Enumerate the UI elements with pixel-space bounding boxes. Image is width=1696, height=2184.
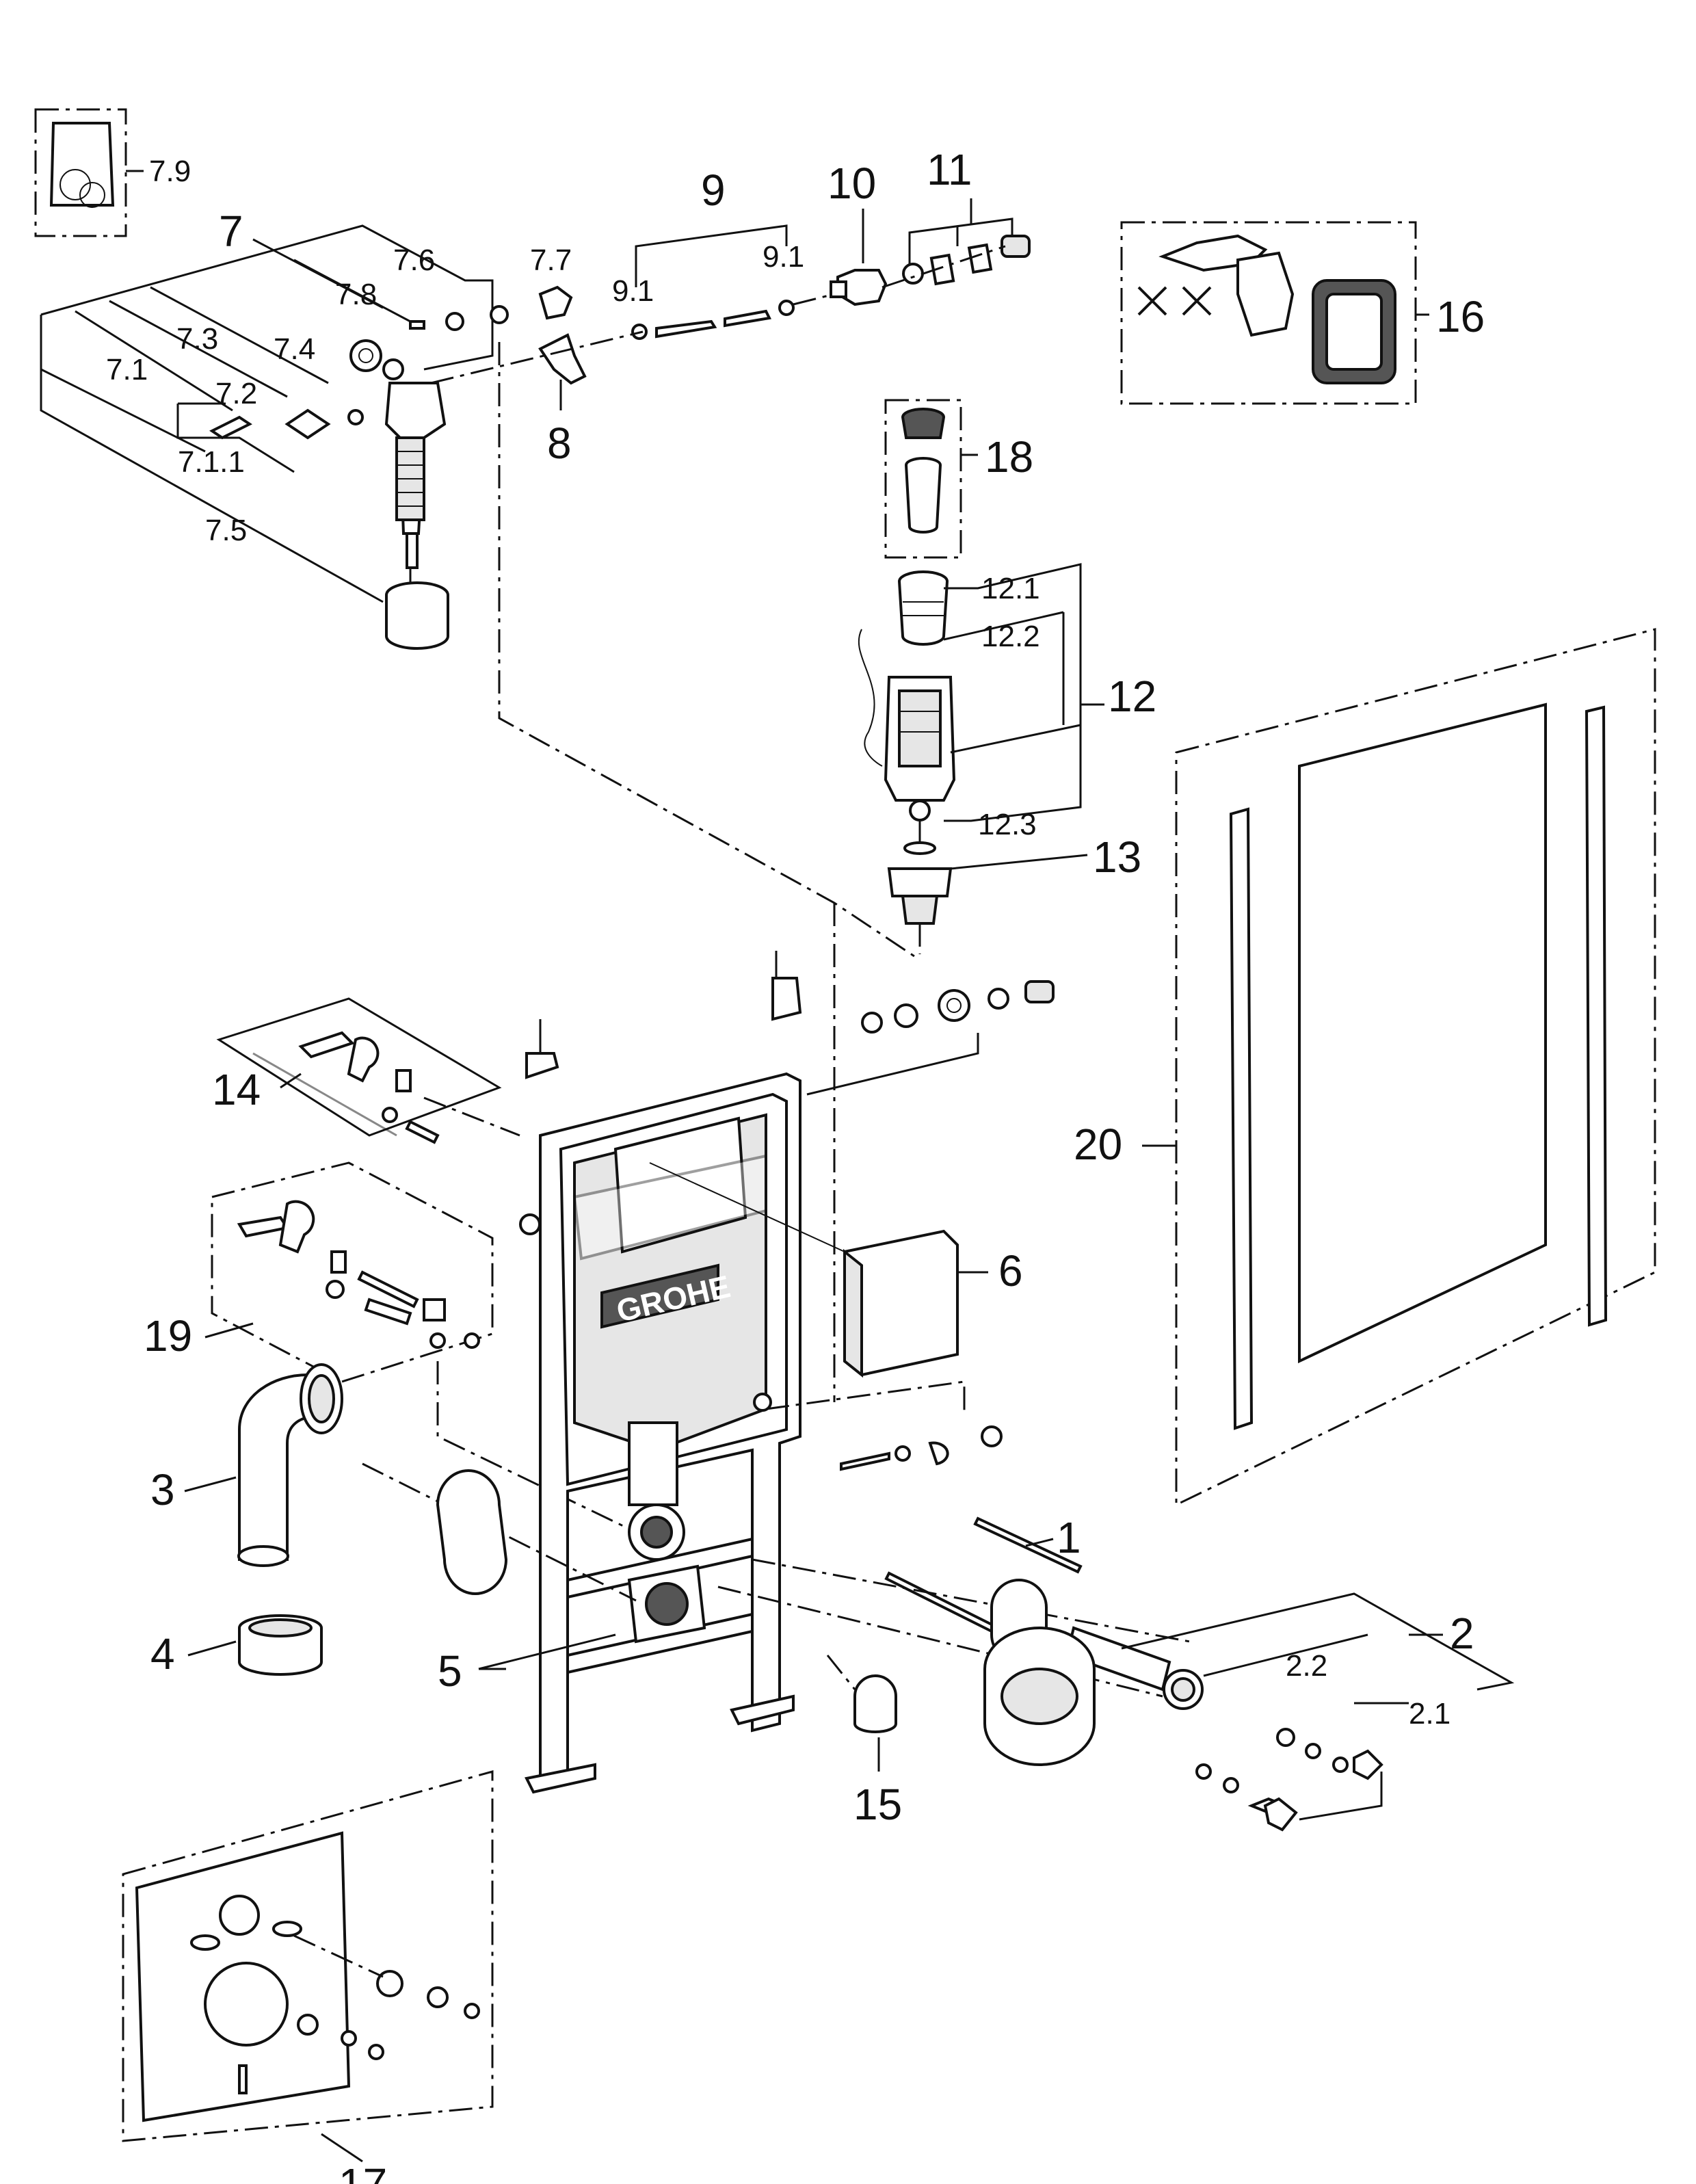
label-20: 20 (1074, 1120, 1122, 1169)
label-2-2: 2.2 (1286, 1649, 1327, 1683)
label-10: 10 (827, 159, 876, 208)
label-14: 14 (212, 1065, 261, 1114)
label-7-5: 7.5 (205, 514, 247, 547)
frame-side-fixing (765, 1380, 1003, 1471)
part-17-sound-pad: 17 (122, 1770, 494, 2184)
label-2-1: 2.1 (1409, 1697, 1450, 1731)
part-15-cap: 15 (826, 1655, 902, 1829)
part-10-valve: 10 (827, 159, 888, 306)
label-17: 17 (339, 2159, 387, 2184)
label-9-1a: 9.1 (612, 274, 654, 308)
part-3-bend-pipe: 3 (150, 1363, 343, 1567)
label-7-9: 7.9 (149, 155, 191, 188)
label-7-7: 7.7 (530, 244, 572, 277)
part-14-fixing-set: 14 (212, 997, 520, 1144)
part-2-pipes: 2 2.2 2.1 (983, 1579, 1515, 1832)
label-12: 12 (1108, 672, 1156, 721)
part-4-sleeve: 4 (150, 1614, 323, 1679)
label-9: 9 (701, 166, 726, 215)
part-18-cartridge: 18 (884, 399, 1033, 559)
frame-top-fittings (806, 980, 1055, 1096)
part-20-panel: 20 (1074, 628, 1656, 1507)
part-6-box: 6 (649, 1162, 1023, 1378)
label-15: 15 (853, 1780, 902, 1829)
connector-sleeve (436, 1469, 508, 1595)
part-12-flush-valve: 12.1 12.2 12 12.3 (858, 563, 1156, 855)
part-5-label: 5 (438, 1633, 616, 1696)
label-2: 2 (1450, 1609, 1474, 1658)
leader-dash-valve-frame (498, 342, 917, 959)
label-7-2: 7.2 (215, 377, 257, 410)
label-7-1-1: 7.1.1 (178, 445, 245, 479)
label-13: 13 (1093, 832, 1141, 882)
label-8: 8 (547, 419, 572, 468)
label-5: 5 (438, 1646, 462, 1696)
part-7-fill-valve-group: 7 7.1 7.3 7.4 7.2 7.1.1 7.5 7.8 7.6 7.7 (40, 207, 573, 650)
label-19: 19 (144, 1311, 192, 1360)
leader-dash-bend (362, 1462, 637, 1602)
part-16-box: 16 (1120, 221, 1485, 405)
label-12-3: 12.3 (978, 808, 1037, 841)
label-18: 18 (985, 432, 1033, 482)
label-7-1: 7.1 (106, 353, 148, 386)
part-8-clip: 8 (538, 333, 587, 468)
label-4: 4 (150, 1629, 175, 1679)
label-7-4: 7.4 (274, 332, 315, 366)
part-7-9-bag: 7.9 (34, 108, 191, 237)
installation-frame: GROHE (519, 951, 802, 1794)
label-12-1: 12.1 (981, 572, 1040, 605)
label-7-3: 7.3 (176, 322, 218, 356)
label-16: 16 (1436, 292, 1485, 341)
label-7-8: 7.8 (335, 278, 377, 311)
label-6: 6 (998, 1246, 1023, 1295)
part-9-hose: 9 9.1 9.1 (430, 166, 835, 384)
label-3: 3 (150, 1465, 175, 1514)
label-11: 11 (927, 145, 972, 194)
label-7: 7 (219, 207, 243, 256)
part-19-fixing-set: 19 (144, 1161, 637, 1534)
label-12-2: 12.2 (981, 620, 1040, 653)
label-9-1b: 9.1 (763, 240, 804, 274)
part-13-seat: 13 (887, 832, 1141, 954)
part-11-seals: 11 (882, 145, 1031, 289)
label-1: 1 (1057, 1513, 1081, 1562)
label-7-6: 7.6 (393, 244, 435, 277)
